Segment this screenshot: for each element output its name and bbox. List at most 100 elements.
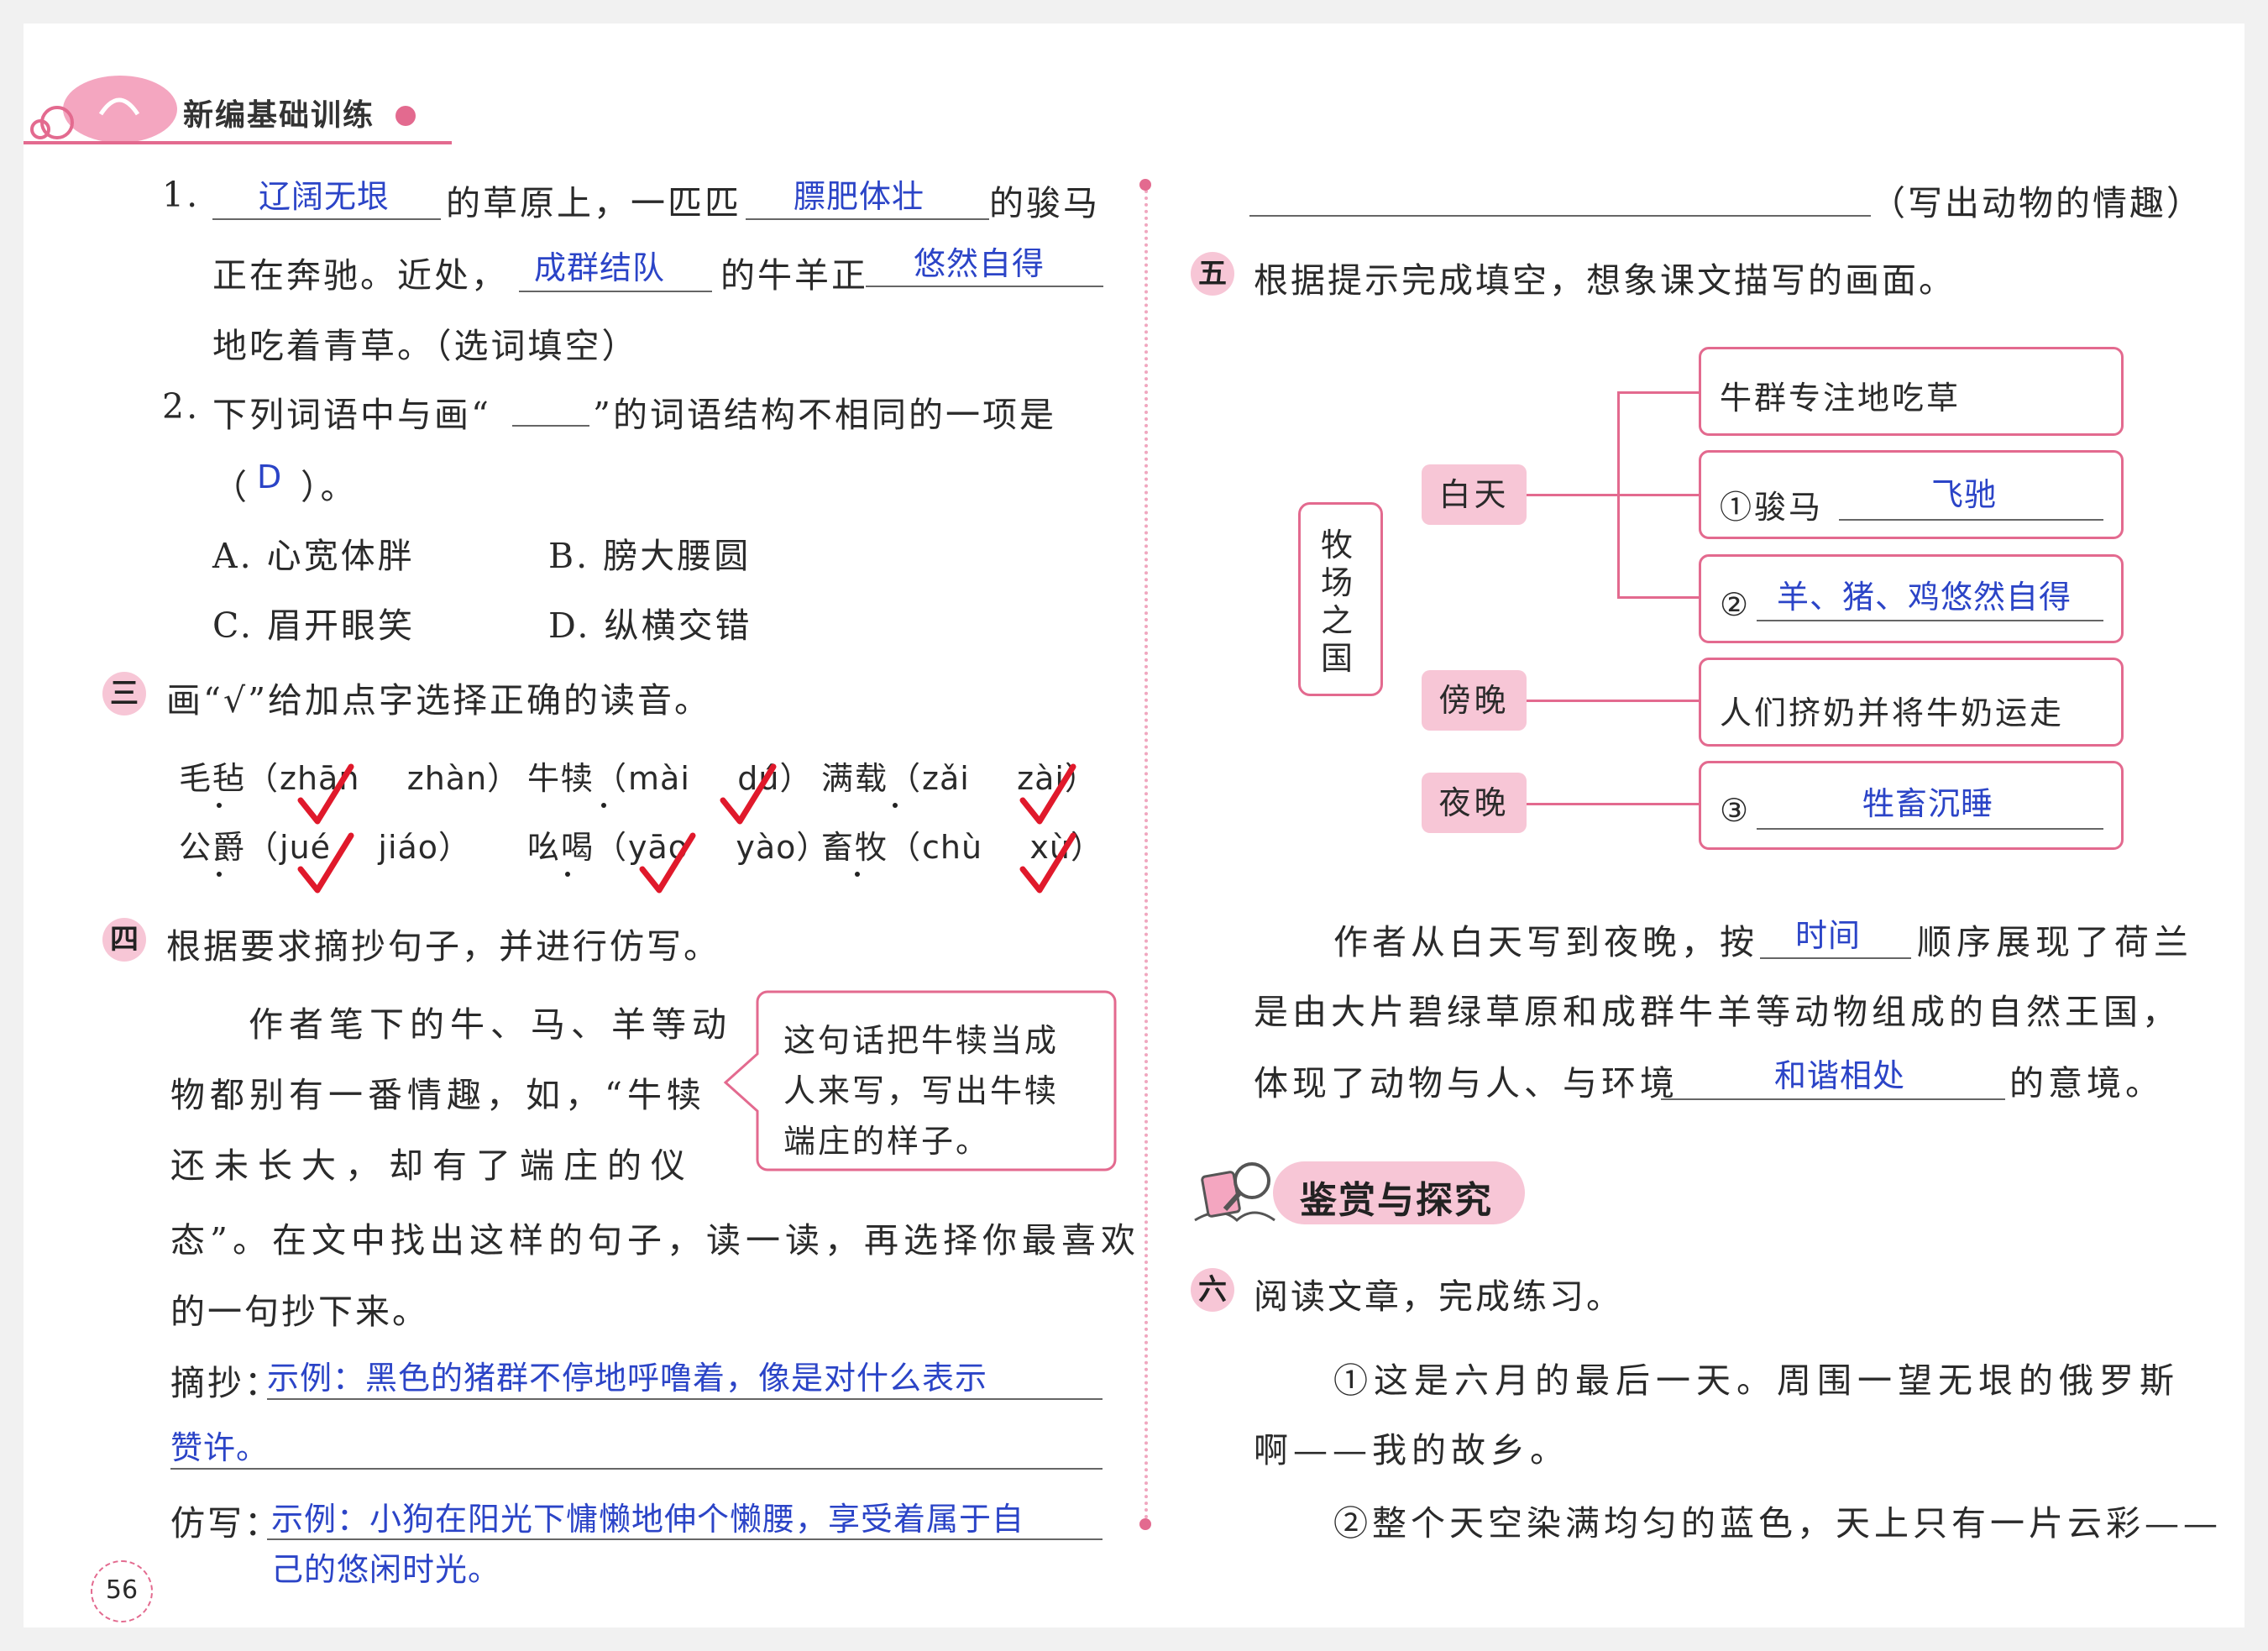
paren: （	[594, 829, 629, 866]
paren: ）	[487, 760, 521, 797]
pinyin-option: mài	[628, 760, 690, 797]
section-5-title: 根据提示完成填空，想象课文描写的画面。	[1254, 260, 1956, 301]
emphasis-dot	[217, 803, 222, 808]
copy-line-2	[170, 1468, 1103, 1470]
leaf-box-2	[1699, 450, 2124, 539]
connector	[1527, 494, 1619, 496]
paren: （	[246, 760, 280, 797]
root-node-char-3: 之	[1321, 602, 1356, 639]
sec4-para-line-1: 作者笔下的牛、马、羊等动	[249, 1004, 732, 1045]
bubble-line-1: 这句话把牛犊当成	[783, 1022, 1060, 1059]
book-magnifier-icon	[1194, 1162, 1275, 1223]
pinyin-row-1b: 牛犊（mài dú）	[527, 752, 813, 799]
check-mark-icon	[297, 832, 354, 894]
q1-text-1: 的草原上，一匹匹	[446, 183, 741, 223]
paren: （	[888, 760, 923, 797]
leaf-text-5-prefix: ③	[1720, 792, 1752, 829]
q1-answer-3: 成群结队	[534, 249, 666, 286]
section-5-badge: 五	[1191, 252, 1234, 296]
section-3-title: 画“√”给加点字选择正确的读音。	[166, 680, 712, 721]
speech-bubble	[723, 990, 1117, 1171]
leaf-2-answer: 飞驰	[1931, 476, 1998, 513]
imitate-answer-line-1: 示例：小狗在阳光下慵懒地伸个懒腰，享受着属于自	[271, 1501, 1025, 1538]
leaf-box-3	[1699, 554, 2124, 643]
leaf-2-blank	[1839, 519, 2103, 521]
q2-option-d: D. 纵横交错	[548, 605, 752, 646]
leaf-text-4: 人们挤奶并将牛奶运走	[1720, 694, 2065, 731]
sec4-continued-line	[1249, 215, 1871, 217]
connector	[1527, 700, 1700, 702]
q2-option-b: B. 膀大腰圆	[548, 536, 752, 576]
q1-text-2: 的骏马	[989, 183, 1100, 223]
sec5-para-3a: 体现了动物与人、与环境	[1254, 1063, 1679, 1103]
word-xumu: 畜牧	[821, 829, 889, 866]
leaf-5-answer: 牲畜沉睡	[1862, 785, 1994, 822]
sec5-para-1a: 作者从白天写到夜晚，按	[1333, 922, 1758, 962]
pinyin-option: zǎi	[922, 760, 970, 797]
sec5-answer-1: 时间	[1795, 917, 1862, 954]
section-4-title: 根据要求摘抄句子，并进行仿写。	[166, 926, 720, 967]
workbook-page: 新编基础训练 1. 辽阔无垠 的草原上，一匹匹 膘肥体壮 的骏马 正在奔驰。近处…	[24, 24, 2244, 1627]
connector	[1527, 803, 1700, 805]
check-mark-icon	[639, 832, 696, 894]
sec5-answer-2: 和谐相处	[1774, 1057, 1906, 1094]
emphasis-dot	[565, 872, 570, 877]
emphasis-dot	[601, 803, 606, 808]
copy-answer-line-1: 示例：黑色的猪群不停地呼噜着，像是对什么表示	[267, 1360, 988, 1397]
connector	[1617, 494, 1700, 496]
pinyin-row-2: 公爵（jué jiáo）	[179, 821, 472, 867]
copy-answer-line-2: 赞许。	[170, 1429, 270, 1466]
leaf-3-answer: 羊、猪、鸡悠然自得	[1777, 579, 2072, 616]
node-day: 白天	[1422, 464, 1527, 525]
emphasis-dot	[893, 803, 898, 808]
paren: ）	[796, 829, 830, 866]
sec5-para-3b: 的意境。	[2009, 1063, 2164, 1103]
leaf-text-3-prefix: ②	[1720, 586, 1752, 623]
sec4-para-line-3: 还未长大，却有了端庄的仪	[170, 1145, 694, 1186]
word-maozhan: 毛毡	[179, 760, 247, 797]
q2-number: 2.	[162, 386, 201, 427]
sec6-para-2-line-1: ②整个天空染满均匀的蓝色，天上只有一片云彩——	[1333, 1503, 2222, 1544]
sec6-para-1-line-1: ①这是六月的最后一天。周围一望无垠的俄罗斯	[1333, 1360, 2180, 1401]
appreciate-banner	[1273, 1161, 1525, 1224]
leaf-box-1	[1699, 347, 2124, 436]
sec5-para-2: 是由大片碧绿草原和成群牛羊等动物组成的自然王国，	[1254, 992, 2181, 1032]
q2-option-c: C. 眉开眼笑	[212, 605, 415, 646]
top-note: （写出动物的情趣）	[1871, 183, 2203, 223]
appreciate-title: 鉴赏与探究	[1300, 1179, 1493, 1222]
word-niudu: 牛犊	[527, 760, 595, 797]
node-dusk: 傍晚	[1422, 670, 1527, 731]
paren: （	[594, 760, 629, 797]
sec5-blank-2	[1661, 1098, 2005, 1100]
q1-blank-4	[866, 286, 1103, 287]
check-mark-icon	[1019, 763, 1076, 825]
sec5-blank-1	[1760, 957, 1911, 959]
paren: ）	[438, 829, 473, 866]
section-3-badge: 三	[102, 672, 146, 715]
divider-dot-top	[1139, 179, 1151, 191]
imitate-line-1	[267, 1538, 1103, 1540]
paren: （	[246, 829, 280, 866]
copy-label: 摘抄：	[170, 1363, 281, 1403]
series-title: 新编基础训练	[183, 98, 375, 133]
sec4-para-line-5: 的一句抄下来。	[170, 1292, 429, 1332]
pinyin-option: yào	[736, 829, 797, 866]
q1-answer-4: 悠然自得	[914, 245, 1045, 282]
leaf-box-4	[1699, 658, 2124, 747]
q2-paren-open: （	[212, 467, 249, 507]
q2-text-a: 下列词语中与画“	[212, 395, 491, 435]
header-decoration	[24, 76, 452, 144]
q2-paren-close: ）。	[301, 467, 358, 507]
pinyin-row-1c: 满载（zǎi zài）	[821, 752, 1098, 799]
check-mark-icon	[1019, 832, 1076, 894]
page-number-badge	[91, 1560, 153, 1622]
pinyin-option: zhàn	[406, 760, 488, 797]
q2-sample-underline	[512, 425, 589, 427]
pinyin-option: chù	[922, 829, 983, 866]
paren: ）	[779, 760, 814, 797]
word-gongjue: 公爵	[179, 829, 247, 866]
leaf-text-2-prefix: ①骏马	[1720, 489, 1824, 526]
q1-blank-3	[519, 291, 712, 292]
section-4-badge: 四	[102, 918, 146, 962]
divider-dot-bottom	[1139, 1518, 1151, 1530]
